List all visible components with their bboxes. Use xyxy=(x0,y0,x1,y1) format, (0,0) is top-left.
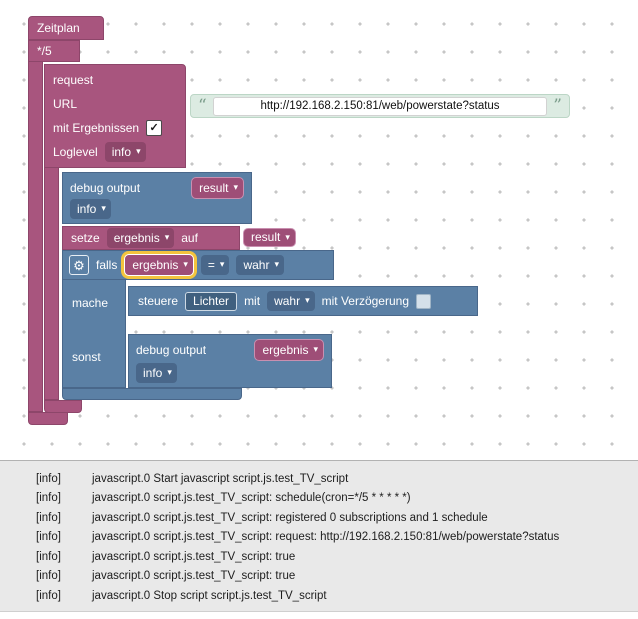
operator-dropdown[interactable]: = ▾ xyxy=(200,255,230,275)
log-footer xyxy=(0,611,638,619)
ergebnis-variable-block[interactable]: ergebnis ▾ xyxy=(254,339,324,361)
dropdown-arrow-icon: ▾ xyxy=(233,182,238,192)
dropdown-arrow-icon: ▾ xyxy=(183,259,188,269)
control-keyword: steuere xyxy=(138,294,179,308)
if-block-foot[interactable] xyxy=(62,388,242,400)
condition-value: wahr xyxy=(243,257,270,272)
log-row: [info] javascript.0 Stop script script.j… xyxy=(0,586,638,606)
delay-checkbox[interactable] xyxy=(416,293,431,309)
log-panel[interactable]: [info] javascript.0 Start javascript scr… xyxy=(0,460,638,619)
condition-value-dropdown[interactable]: wahr ▾ xyxy=(236,255,284,275)
debug-output-block-else[interactable]: debug output ergebnis ▾ info ▾ xyxy=(128,334,332,388)
variable-name: ergebnis xyxy=(132,257,179,272)
close-quote-icon: ” xyxy=(553,95,562,116)
variable-name: result xyxy=(251,230,281,244)
severity-value: info xyxy=(77,201,97,216)
debug-output-block[interactable]: debug output result ▾ info ▾ xyxy=(62,172,252,224)
object-id-field[interactable]: Lichter xyxy=(185,291,238,311)
debug-output-label: debug output xyxy=(70,181,141,195)
dropdown-arrow-icon: ▾ xyxy=(285,231,290,242)
else-label: sonst xyxy=(72,350,101,364)
gear-glyph: ⚙ xyxy=(73,257,85,273)
delay-label: mit Verzögerung xyxy=(321,294,409,308)
schedule-cron-field[interactable]: */5 xyxy=(28,40,80,62)
if-block-body[interactable]: mache sonst xyxy=(62,279,126,388)
object-id-value: Lichter xyxy=(193,293,230,308)
dropdown-arrow-icon: ▾ xyxy=(164,232,170,242)
url-text-field[interactable]: http://192.168.2.150:81/web/powerstate?s… xyxy=(212,96,548,116)
with-results-checkbox[interactable]: ✓ xyxy=(146,120,163,136)
log-severity: [info] xyxy=(36,511,61,524)
with-results-label: mit Ergebnissen xyxy=(53,121,140,135)
mutator-gear-icon[interactable]: ⚙ xyxy=(69,255,89,275)
schedule-cron-value: */5 xyxy=(37,44,52,58)
variable-name: ergebnis xyxy=(113,230,160,245)
log-severity: [info] xyxy=(36,589,61,602)
set-variable-dropdown[interactable]: ergebnis ▾ xyxy=(106,228,175,248)
condition-variable-block[interactable]: ergebnis ▾ xyxy=(124,254,194,276)
severity-dropdown[interactable]: info ▾ xyxy=(70,199,111,219)
dropdown-arrow-icon: ▾ xyxy=(274,259,279,269)
log-severity: [info] xyxy=(36,531,61,544)
request-block-spine[interactable] xyxy=(44,167,59,400)
log-message: javascript.0 script.js.test_TV_script: t… xyxy=(92,570,296,583)
dropdown-arrow-icon: ▾ xyxy=(136,146,141,156)
dropdown-arrow-icon: ▾ xyxy=(101,203,106,213)
do-label: mache xyxy=(72,296,109,310)
blockly-workspace[interactable]: Zeitplan */5 request URL mit Ergebnissen… xyxy=(0,0,638,460)
loglevel-value: info xyxy=(111,144,132,159)
control-state-block[interactable]: steuere Lichter mit wahr ▾ mit Verzögeru… xyxy=(128,286,478,316)
dropdown-arrow-icon: ▾ xyxy=(167,367,172,377)
log-row: [info] javascript.0 script.js.test_TV_sc… xyxy=(0,508,638,528)
log-severity: [info] xyxy=(36,570,61,583)
schedule-block-title: Zeitplan xyxy=(37,21,80,35)
variable-name: result xyxy=(199,180,229,195)
debug-output-label: debug output xyxy=(136,343,207,357)
result-variable-block[interactable]: result ▾ xyxy=(191,177,244,199)
log-row: [info] javascript.0 script.js.test_TV_sc… xyxy=(0,528,638,548)
request-block-title: request xyxy=(53,73,94,87)
loglevel-dropdown[interactable]: info ▾ xyxy=(104,142,146,162)
url-label: URL xyxy=(53,97,78,111)
variable-name: ergebnis xyxy=(262,342,309,357)
log-message: javascript.0 script.js.test_TV_script: r… xyxy=(92,531,560,544)
set-variable-block[interactable]: setze ergebnis ▾ auf xyxy=(62,226,240,250)
request-block[interactable]: request URL mit Ergebnissen ✓ Loglevel i… xyxy=(44,64,186,168)
schedule-block-foot[interactable] xyxy=(28,412,68,425)
dropdown-arrow-icon: ▾ xyxy=(219,259,225,269)
severity-value: info xyxy=(143,365,163,380)
request-block-foot[interactable] xyxy=(44,400,82,413)
dropdown-arrow-icon: ▾ xyxy=(305,295,310,305)
schedule-block-spine[interactable] xyxy=(28,61,43,412)
log-message: javascript.0 script.js.test_TV_script: s… xyxy=(92,492,411,505)
operator-value: = xyxy=(207,257,215,272)
checkmark-icon: ✓ xyxy=(149,121,159,134)
result-variable-block[interactable]: result ▾ xyxy=(243,228,296,247)
control-value: wahr xyxy=(274,293,301,308)
log-message: javascript.0 script.js.test_TV_script: t… xyxy=(92,550,296,563)
log-message: javascript.0 script.js.test_TV_script: r… xyxy=(92,511,488,524)
to-keyword: auf xyxy=(181,231,198,245)
dropdown-arrow-icon: ▾ xyxy=(313,344,318,354)
log-row: [info] javascript.0 Start javascript scr… xyxy=(0,469,638,489)
log-row: [info] javascript.0 script.js.test_TV_sc… xyxy=(0,547,638,567)
with-label: mit xyxy=(244,294,261,308)
log-row: [info] javascript.0 script.js.test_TV_sc… xyxy=(0,489,638,509)
log-severity: [info] xyxy=(36,472,61,485)
url-string-block[interactable]: “ http://192.168.2.150:81/web/powerstate… xyxy=(190,94,570,118)
log-severity: [info] xyxy=(36,492,61,505)
control-value-dropdown[interactable]: wahr ▾ xyxy=(267,291,315,311)
severity-dropdown[interactable]: info ▾ xyxy=(136,363,177,383)
log-message: javascript.0 Start javascript script.js.… xyxy=(92,472,349,485)
schedule-block[interactable]: Zeitplan xyxy=(28,16,104,40)
log-severity: [info] xyxy=(36,550,61,563)
set-keyword: setze xyxy=(71,231,100,245)
loglevel-label: Loglevel xyxy=(53,145,98,159)
log-message: javascript.0 Stop script script.js.test_… xyxy=(92,589,327,602)
open-quote-icon: “ xyxy=(198,95,207,116)
log-row: [info] javascript.0 script.js.test_TV_sc… xyxy=(0,567,638,587)
if-keyword: falls xyxy=(96,258,118,272)
if-block-header[interactable]: ⚙ falls ergebnis ▾ = ▾ wahr ▾ xyxy=(62,250,334,280)
